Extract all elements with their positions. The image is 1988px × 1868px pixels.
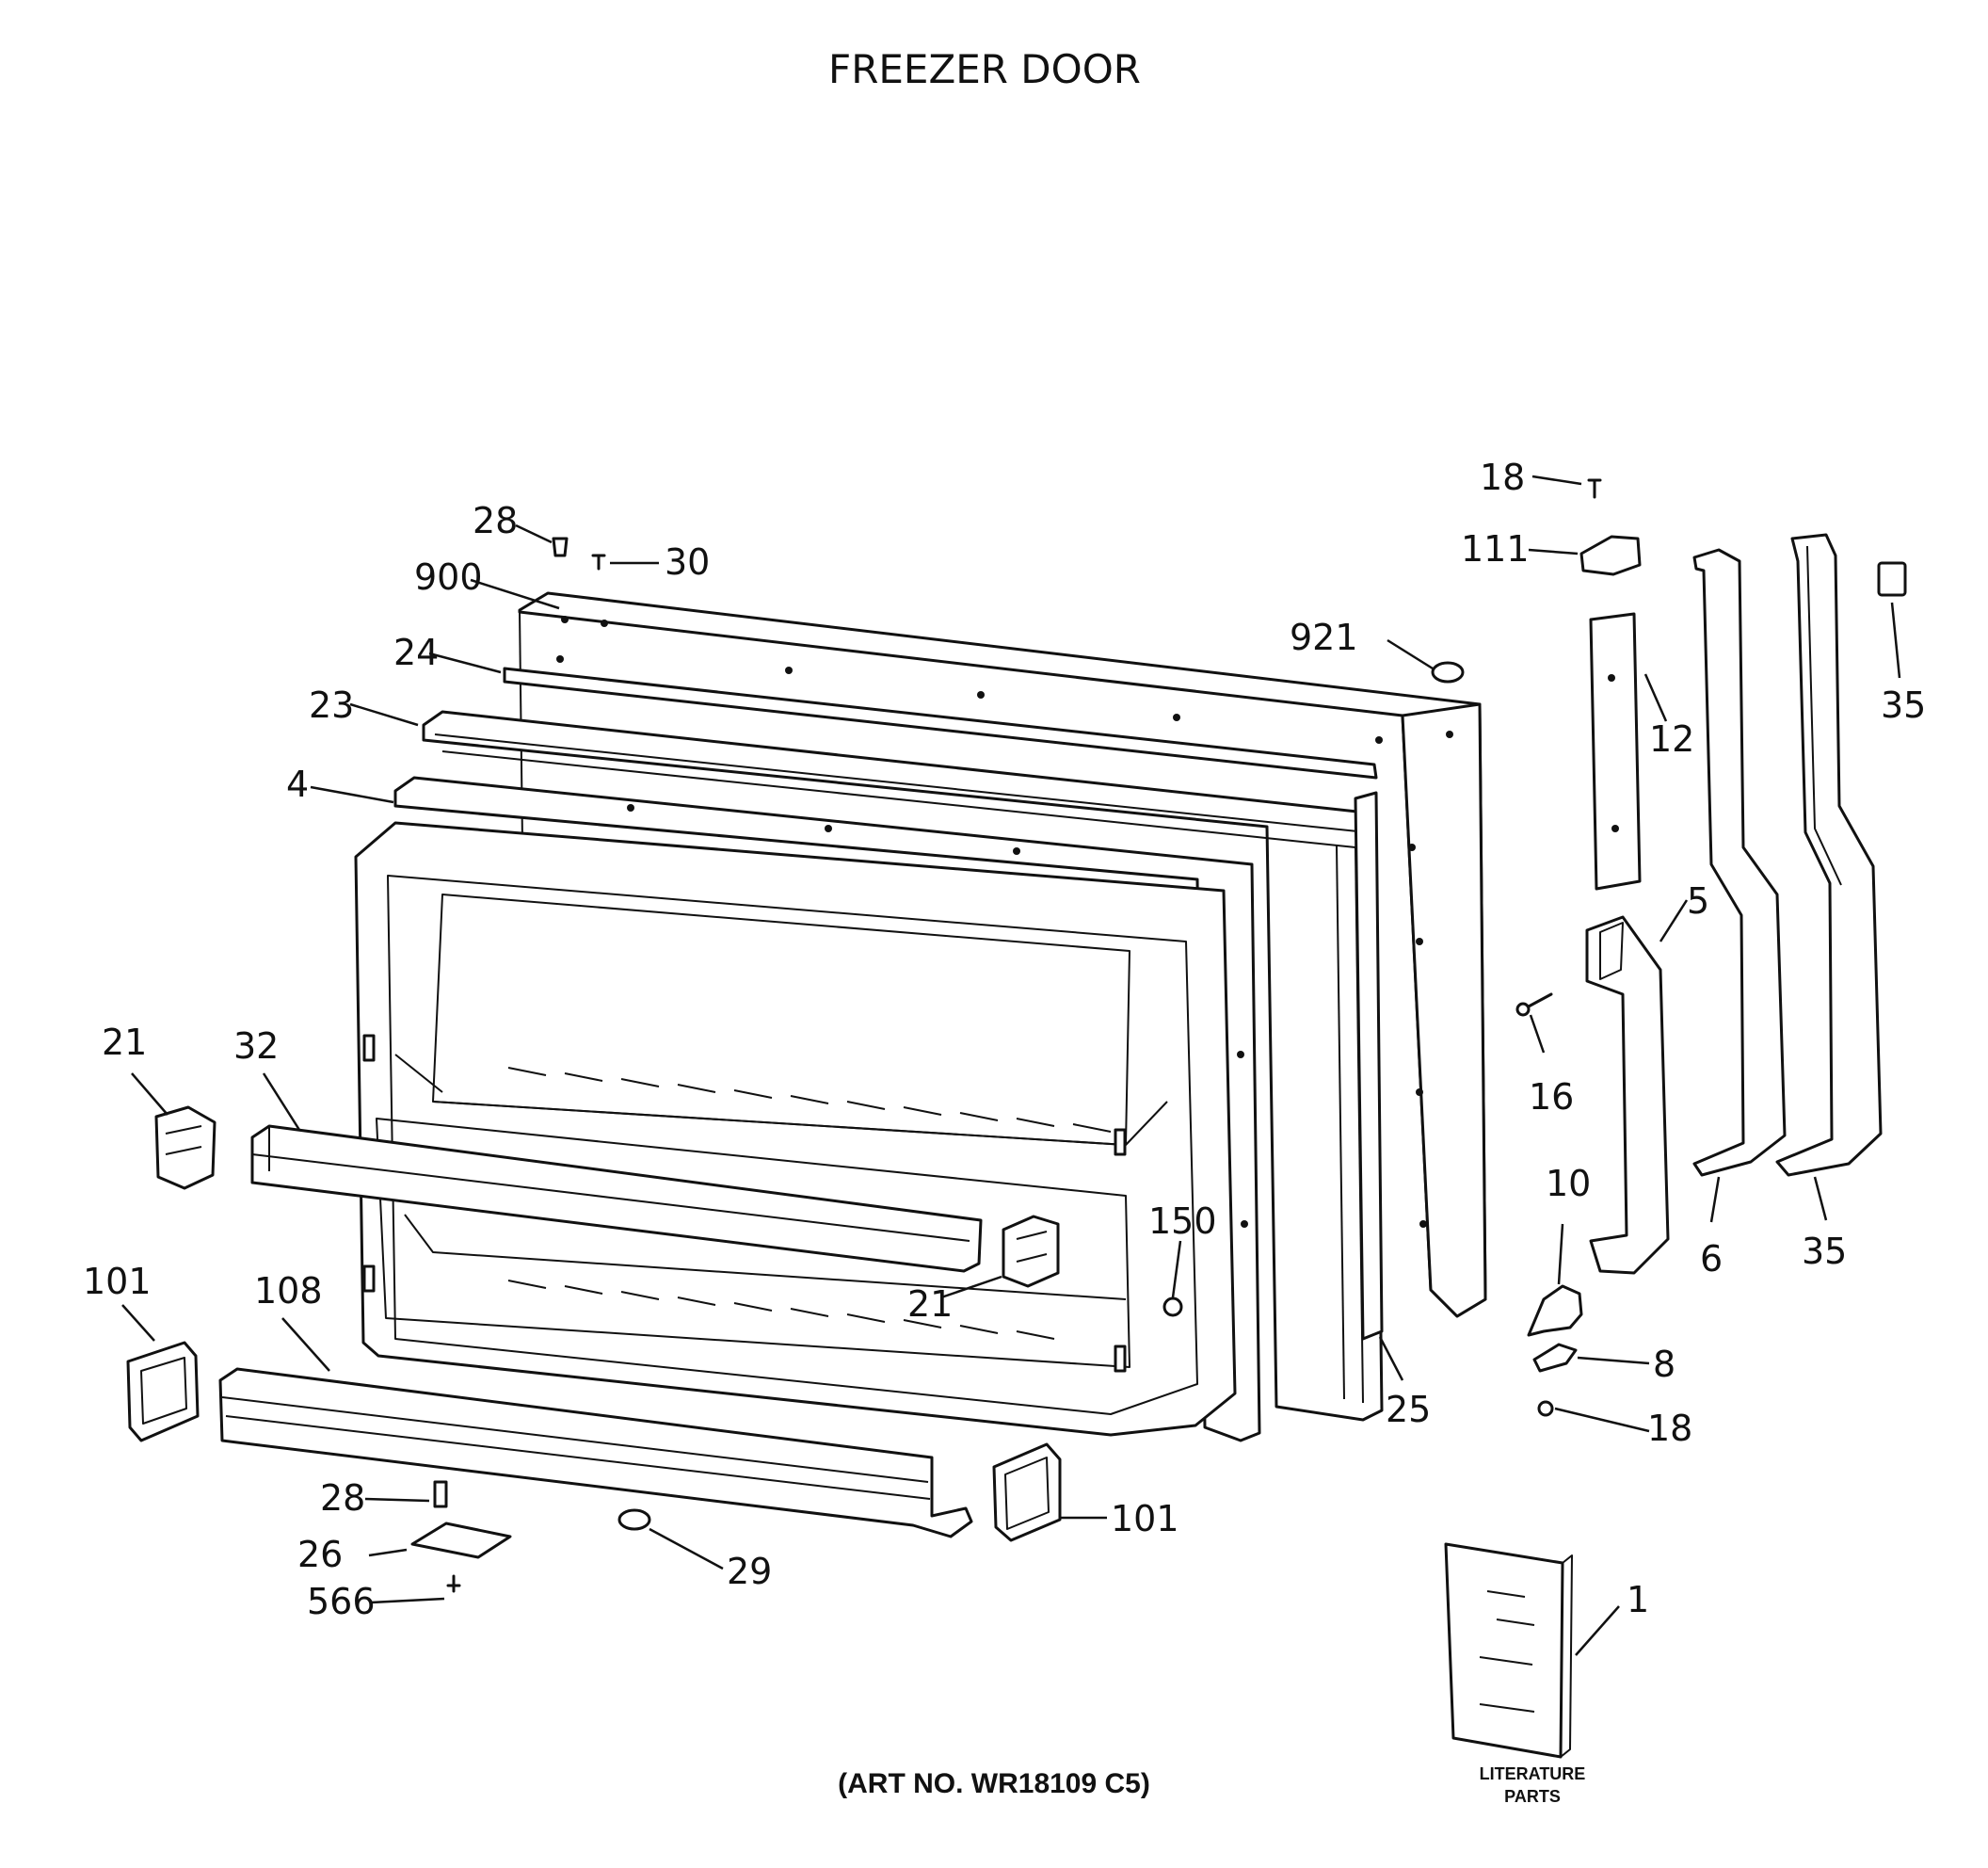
callout-labels: 28 30 900 24 23 4 921 18 111 12 35 5 16 …	[83, 457, 1926, 1622]
callout-150: 150	[1148, 1200, 1217, 1242]
callout-21-right: 21	[907, 1283, 953, 1325]
shelf-end-left	[126, 1341, 200, 1442]
shelf-end-right	[992, 1442, 1062, 1542]
callout-35-trim: 35	[1802, 1231, 1847, 1272]
hinge-cap	[1579, 535, 1642, 576]
shelf-bracket-right	[1002, 1215, 1060, 1288]
callout-6: 6	[1700, 1238, 1723, 1280]
gasket-strip-top	[503, 667, 1378, 780]
shelf-bar	[250, 1124, 983, 1273]
hinge-bracket	[1585, 915, 1670, 1275]
hinge-pin-bracket	[1527, 1284, 1583, 1337]
callout-18-top: 18	[1480, 457, 1525, 498]
trim-cap	[1877, 561, 1907, 597]
literature-caption-line1: LITERATURE	[1480, 1764, 1586, 1783]
hinge-shim	[1532, 1343, 1578, 1373]
callout-23: 23	[309, 684, 354, 726]
callout-900: 900	[414, 556, 483, 598]
callout-25: 25	[1386, 1389, 1431, 1430]
callout-921: 921	[1290, 617, 1358, 658]
literature-caption-line2: PARTS	[1504, 1787, 1561, 1806]
callout-16: 16	[1529, 1076, 1574, 1118]
callout-111: 111	[1461, 528, 1530, 570]
callout-21-left: 21	[102, 1022, 147, 1063]
art-number: (ART NO. WR18109 C5)	[838, 1768, 1150, 1799]
callout-18-bottom: 18	[1647, 1408, 1692, 1449]
callout-26: 26	[297, 1534, 343, 1575]
shelf-bracket-left	[154, 1105, 216, 1190]
callout-28: 28	[473, 500, 518, 541]
callout-24: 24	[393, 632, 439, 673]
literature-booklet	[1444, 1542, 1573, 1759]
hinge-plate	[1589, 612, 1642, 891]
callout-566: 566	[307, 1581, 376, 1622]
callout-30: 30	[665, 541, 710, 583]
callout-101-left: 101	[83, 1261, 152, 1302]
bottom-shelf-bar	[218, 1367, 973, 1538]
leader-lines	[121, 475, 1901, 1656]
callout-29: 29	[727, 1551, 772, 1592]
outer-door-panel	[518, 591, 1487, 1318]
callout-35-cap: 35	[1881, 684, 1926, 726]
diagram-title: FREEZER DOOR	[828, 46, 1141, 92]
callout-5: 5	[1687, 880, 1709, 922]
callout-28-bottom: 28	[320, 1477, 365, 1519]
handle-strip-front	[1692, 548, 1787, 1177]
callout-4: 4	[286, 764, 309, 805]
handle-trim	[1775, 533, 1883, 1177]
callout-1: 1	[1627, 1579, 1649, 1620]
hardware-parts	[410, 478, 1602, 1593]
callout-101-right: 101	[1111, 1498, 1179, 1539]
inner-door-liner	[354, 821, 1237, 1437]
breaker-strip	[393, 776, 1261, 1442]
callout-10: 10	[1546, 1163, 1591, 1204]
callout-8: 8	[1653, 1344, 1675, 1385]
callout-32: 32	[233, 1025, 279, 1067]
callout-108: 108	[254, 1270, 323, 1312]
door-gasket-frame	[422, 710, 1384, 1422]
gasket-strip-side	[1354, 791, 1384, 1341]
callout-12: 12	[1649, 718, 1694, 760]
